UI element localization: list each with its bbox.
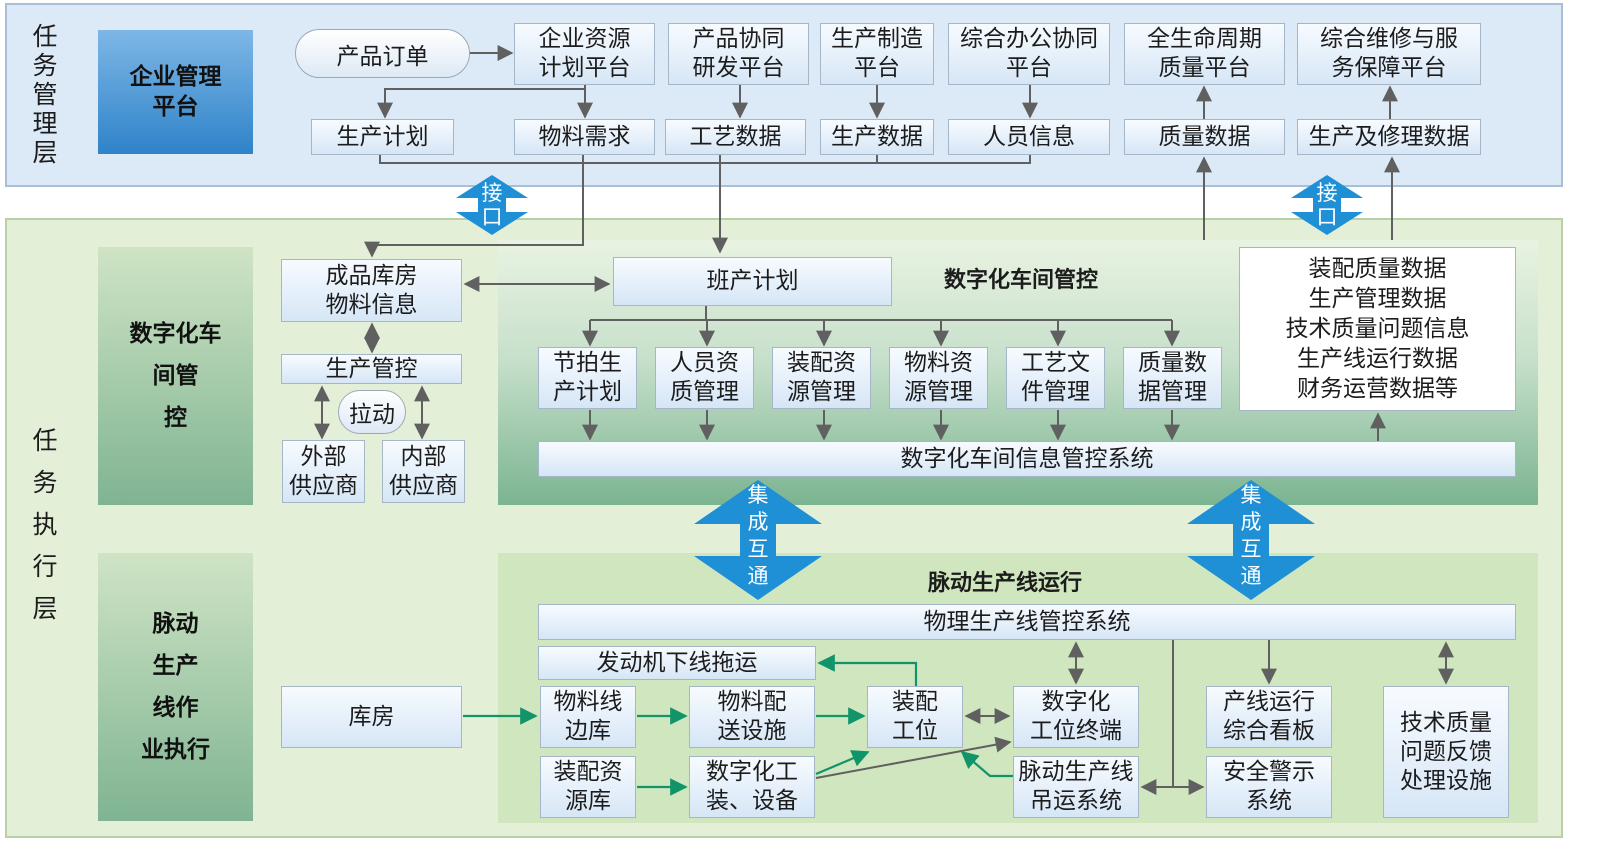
rd-platform: 产品协同 研发平台 (668, 23, 809, 85)
layer-label-management: 任 务 管 理 层 (32, 22, 58, 167)
module-personnel: 人员资 质管理 (655, 347, 754, 409)
material-demand: 物料需求 (514, 119, 655, 155)
workshop-info-system: 数字化车间信息管控系统 (538, 441, 1516, 477)
production-data: 生产数据 (820, 119, 934, 155)
module-quality-data: 质量数 据管理 (1123, 347, 1222, 409)
pulse-line-title: 脉动生产线运行 (928, 571, 1083, 596)
module-process-docs: 工艺文 件管理 (1006, 347, 1105, 409)
pulse-line-label: 脉动 生产 线作 业执行 (98, 553, 253, 821)
interface-label-right: 接 口 (1316, 181, 1338, 229)
module-assembly-resource: 装配资 源管理 (772, 347, 871, 409)
physical-line-system: 物理生产线管控系统 (538, 604, 1516, 640)
integration-label-left: 集 成 互 通 (747, 483, 769, 588)
lifecycle-quality-platform: 全生命周期 质量平台 (1124, 23, 1285, 85)
line-dashboard: 产线运行 综合看板 (1206, 686, 1332, 748)
erp-platform: 企业资源 计划平台 (514, 23, 655, 85)
external-supplier: 外部 供应商 (282, 440, 365, 503)
crane-system: 脉动生产线 吊运系统 (1013, 756, 1139, 818)
shift-plan: 班产计划 (613, 257, 892, 306)
integration-label-right: 集 成 互 通 (1240, 483, 1262, 588)
service-platform: 综合维修与服 务保障平台 (1297, 23, 1481, 85)
digital-workshop-label: 数字化车 间管 控 (98, 247, 253, 505)
storehouse: 库房 (281, 686, 462, 748)
feedback-facility: 技术质量 问题反馈 处理设施 (1383, 686, 1509, 818)
interface-arrow-left (456, 175, 528, 235)
enterprise-platform: 企业管理 平台 (98, 30, 253, 154)
layer-label-execution: 任 务 执 行 层 (32, 426, 58, 623)
line-side-store: 物料线 边库 (540, 686, 636, 748)
production-plan: 生产计划 (311, 119, 454, 155)
material-delivery: 物料配 送设施 (689, 686, 815, 748)
interface-arrow-right (1291, 175, 1363, 235)
safety-warning: 安全警示 系统 (1206, 756, 1332, 818)
interface-label-left: 接 口 (481, 181, 503, 229)
mfg-platform: 生产制造 平台 (820, 23, 934, 85)
digital-tooling: 数字化工 装、设备 (689, 756, 815, 818)
production-control: 生产管控 (281, 354, 462, 384)
internal-supplier: 内部 供应商 (382, 440, 465, 503)
quality-data: 质量数据 (1124, 119, 1285, 155)
module-material-resource: 物料资 源管理 (889, 347, 988, 409)
assembly-station: 装配 工位 (867, 686, 963, 748)
assembly-resource-store: 装配资 源库 (540, 756, 636, 818)
integration-arrow-right (1187, 480, 1315, 600)
warehouse-material-info: 成品库房 物料信息 (281, 259, 462, 322)
repair-data: 生产及修理数据 (1297, 119, 1481, 155)
data-list-box: 装配质量数据 生产管理数据 技术质量问题信息 生产线运行数据 财务运营数据等 (1239, 247, 1516, 411)
pull-node: 拉动 (338, 390, 406, 434)
process-data: 工艺数据 (665, 119, 806, 155)
integration-arrow-left (694, 480, 822, 600)
personnel-info: 人员信息 (948, 119, 1110, 155)
engine-tow: 发动机下线拖运 (538, 646, 816, 680)
product-order: 产品订单 (295, 29, 470, 78)
office-platform: 综合办公协同 平台 (948, 23, 1110, 85)
station-terminal: 数字化 工位终端 (1013, 686, 1139, 748)
digital-workshop-title: 数字化车间管控 (944, 268, 1099, 293)
module-takt-plan: 节拍生 产计划 (538, 347, 637, 409)
